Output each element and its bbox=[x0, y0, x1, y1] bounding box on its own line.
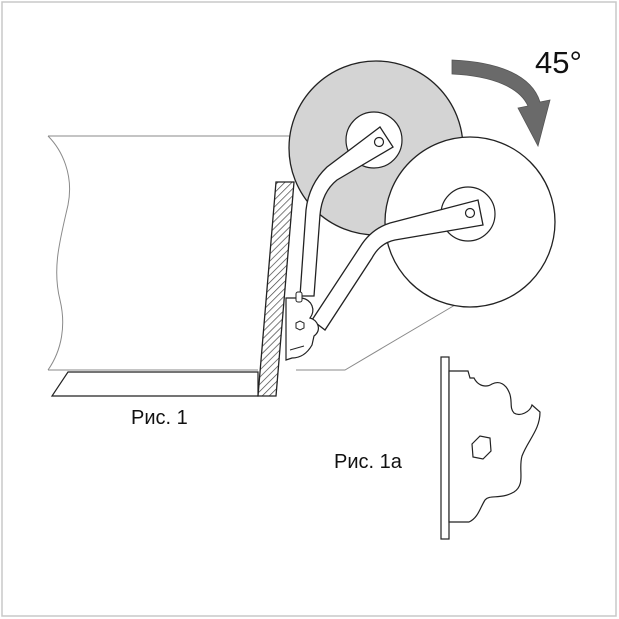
pivot-raised bbox=[373, 136, 385, 148]
mounting-plate bbox=[257, 181, 295, 397]
floor-plate bbox=[50, 371, 259, 397]
pivot-lowered bbox=[464, 207, 476, 219]
vehicle-body bbox=[47, 135, 456, 371]
rotation-arrow bbox=[451, 59, 551, 148]
bracket-detail bbox=[440, 356, 541, 540]
caption-main: Рис. 1 bbox=[131, 407, 188, 429]
caption-detail: Рис. 1а bbox=[334, 451, 403, 473]
hex-nut-detail bbox=[471, 435, 492, 460]
bracket-small bbox=[285, 291, 319, 361]
angle-label: 45° bbox=[535, 45, 582, 80]
